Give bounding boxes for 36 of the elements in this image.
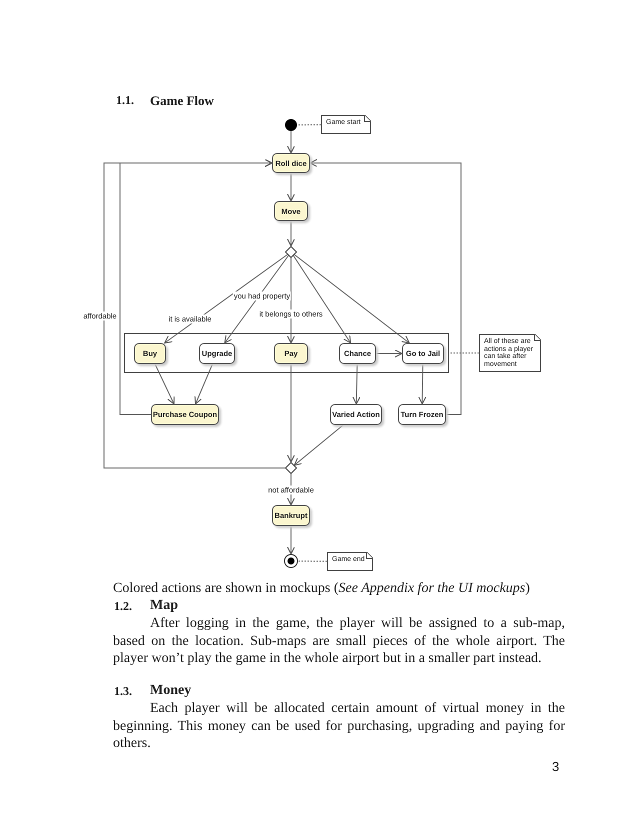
arrow <box>294 424 344 466</box>
arrow <box>292 255 352 344</box>
arrow <box>104 159 286 468</box>
section-number: 1.1. <box>116 92 134 109</box>
arrow <box>164 254 288 344</box>
arrow <box>294 254 410 344</box>
decision-diamond <box>285 246 297 258</box>
arrow <box>418 364 426 404</box>
arrow <box>287 130 295 154</box>
section-number: 1.2. <box>114 598 132 615</box>
caption: Colored actions are shown in mockups (See Appendix for the UI mockups) <box>113 580 530 598</box>
arrow <box>287 526 295 554</box>
arrow <box>352 364 360 404</box>
start-node <box>285 119 297 131</box>
arrow <box>287 172 295 202</box>
section-heading: Map <box>150 597 178 615</box>
arrow <box>154 364 175 404</box>
arrow <box>310 159 462 415</box>
end-node <box>284 554 298 568</box>
section-heading: Money <box>150 682 192 700</box>
arrow <box>224 255 289 344</box>
section-number: 1.3. <box>114 683 132 700</box>
section-heading: Game Flow <box>150 92 214 110</box>
arrow <box>376 350 402 358</box>
dotted-connector <box>448 352 480 354</box>
arrow <box>287 220 295 246</box>
decision-diamond <box>285 462 297 474</box>
arrow <box>287 258 295 344</box>
arrow <box>194 364 213 404</box>
arrow <box>287 364 295 462</box>
group-frame <box>124 333 449 373</box>
dotted-connector <box>298 560 328 562</box>
page-number: 3 <box>552 758 560 776</box>
paragraph: After logging in the game, the player will be assigned to a sub-map, based on the location. Sub-maps are small pieces of the whole airport. The player won’t play the game in the whole airport but in a smaller part instead. <box>113 615 565 668</box>
paragraph: Each player will be allocated certain amount of virtual money in the beginning. This money can be used for purchasing, upgrading and paying for others. <box>113 700 565 753</box>
dotted-connector <box>296 124 322 126</box>
